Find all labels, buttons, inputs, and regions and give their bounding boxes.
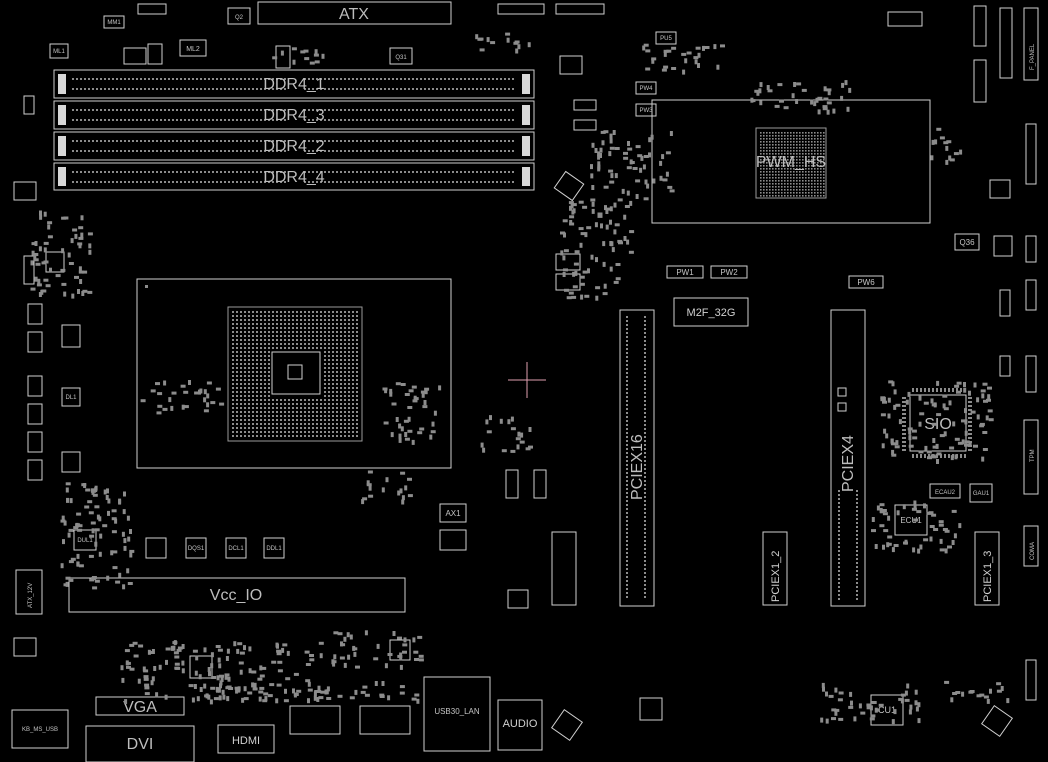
- pcie-x1-slot-3[interactable]: PCIEX1_3: [974, 531, 1000, 606]
- pw2-part[interactable]: PW2: [710, 265, 748, 279]
- cu1-label: CU1: [878, 705, 896, 715]
- ml2-part[interactable]: ML2: [179, 39, 207, 57]
- atx-connector[interactable]: ATX: [257, 1, 452, 25]
- ml2-label: ML2: [186, 46, 200, 53]
- dqs1-label: DQS1: [188, 546, 205, 552]
- ml1-label: ML1: [53, 49, 65, 55]
- pciex1-3-label: PCIEX1_3: [982, 551, 994, 602]
- vcc-io-label: Vcc_IO: [210, 587, 262, 604]
- pw1-label: PW1: [676, 268, 694, 277]
- dimm-slot-ddr4-1[interactable]: DDR4_1: [53, 69, 535, 99]
- vga-label: VGA: [123, 699, 157, 716]
- pw4-part[interactable]: PW4: [635, 81, 657, 95]
- pch-ball-grid: [760, 132, 825, 197]
- ecau2-part[interactable]: ECAU2: [929, 483, 961, 499]
- com-header[interactable]: COMA: [1023, 525, 1039, 567]
- pciex4-label: PCIEX4: [840, 435, 857, 492]
- cpu-socket[interactable]: [136, 278, 452, 469]
- pcie-x4-slot[interactable]: PCIEX4: [830, 309, 866, 607]
- usb-lan-label: USB30_LAN: [434, 707, 480, 716]
- vcc-io-region[interactable]: Vcc_IO: [68, 577, 406, 613]
- ddl1-label: DDL1: [266, 546, 282, 552]
- cursor-crosshair: [508, 362, 546, 398]
- dl1-part[interactable]: DL1: [61, 387, 81, 407]
- dimm-slot-ddr4-2[interactable]: DDR4_2: [53, 131, 535, 161]
- tpm-header[interactable]: TPM: [1023, 419, 1039, 495]
- pw1-part[interactable]: PW1: [666, 265, 704, 279]
- pw6-part[interactable]: PW6: [848, 275, 884, 289]
- f-panel-header[interactable]: F_PANEL: [1023, 7, 1039, 81]
- ecu1-label: ECU1: [900, 516, 922, 525]
- dqs1-part[interactable]: DQS1: [185, 537, 207, 559]
- ddr4-1-label: DDR4_1: [263, 76, 324, 93]
- ax1-label: AX1: [445, 509, 461, 518]
- ddl1-part[interactable]: DDL1: [263, 537, 285, 559]
- sio-label: SIO: [924, 416, 952, 433]
- mm1-part[interactable]: MM1: [103, 15, 125, 29]
- pu5-label: PU5: [660, 36, 672, 42]
- pcie-x16-slot[interactable]: PCIEX16: [619, 309, 655, 607]
- dul1-part[interactable]: DUL1: [73, 529, 97, 551]
- dcl1-part[interactable]: DCL1: [225, 537, 247, 559]
- pw2-label: PW2: [720, 268, 738, 277]
- ddr4-2-label: DDR4_2: [263, 138, 324, 155]
- minor-outlines: [13, 3, 1037, 742]
- ecau2-label: ECAU2: [935, 490, 956, 496]
- kb-ms-usb-connector[interactable]: KB_MS_USB: [11, 709, 69, 749]
- audio-connector[interactable]: AUDIO: [497, 699, 543, 751]
- dvi-connector[interactable]: DVI: [85, 725, 195, 762]
- dimm-slot-ddr4-3[interactable]: DDR4_3: [53, 100, 535, 130]
- pcie-x1-slot-2[interactable]: PCIEX1_2: [762, 531, 788, 606]
- usb-lan-connector[interactable]: USB30_LAN: [423, 676, 491, 752]
- pch-chip[interactable]: PWM_HS: [651, 99, 931, 224]
- q31-label: Q31: [395, 55, 407, 61]
- pciex16-label: PCIEX16: [629, 434, 646, 500]
- hdmi-connector[interactable]: HDMI: [217, 724, 275, 754]
- tpm-label: TPM: [1030, 449, 1036, 462]
- dimm-slot-ddr4-4[interactable]: DDR4_4: [53, 162, 535, 191]
- q36-label: Q36: [959, 238, 975, 247]
- atx-label: ATX: [339, 6, 369, 23]
- dul1-label: DUL1: [77, 538, 93, 544]
- atx-12v-label: ATX_12V: [28, 583, 34, 608]
- q36-part[interactable]: Q36: [954, 233, 980, 251]
- cpu-ball-grid: [232, 311, 358, 437]
- hdmi-label: HDMI: [232, 735, 260, 747]
- sio-chip[interactable]: SIO: [902, 388, 972, 458]
- pciex1-2-label: PCIEX1_2: [770, 551, 782, 602]
- ax1-part[interactable]: AX1: [439, 503, 467, 551]
- com-label: COMA: [1030, 542, 1036, 560]
- vga-connector[interactable]: VGA: [95, 696, 185, 716]
- q31-part[interactable]: Q31: [389, 47, 413, 65]
- atx-12v-connector[interactable]: ATX_12V: [15, 569, 43, 615]
- dvi-label: DVI: [127, 736, 154, 753]
- m2-connector[interactable]: M2F_32G: [673, 297, 749, 327]
- pw3-label: PW3: [639, 108, 653, 114]
- dl1-label: DL1: [65, 395, 77, 401]
- pwm-hs-label: PWM_HS: [756, 154, 826, 171]
- kb-ms-usb-label: KB_MS_USB: [22, 727, 58, 733]
- ddr4-3-label: DDR4_3: [263, 107, 324, 124]
- q2-label: Q2: [235, 15, 244, 21]
- audio-label: AUDIO: [503, 718, 538, 730]
- ecu1-chip[interactable]: ECU1: [894, 504, 928, 536]
- gau1-part[interactable]: GAU1: [969, 483, 993, 503]
- smd-pads: [30, 32, 1010, 725]
- mm1-label: MM1: [107, 20, 121, 26]
- ml1-part[interactable]: ML1: [49, 43, 69, 59]
- pw4-label: PW4: [639, 86, 653, 92]
- f-panel-label: F_PANEL: [1030, 43, 1036, 70]
- m2f-label: M2F_32G: [687, 307, 736, 319]
- q2-part[interactable]: Q2: [227, 7, 251, 25]
- pw6-label: PW6: [857, 278, 875, 287]
- ddr4-4-label: DDR4_4: [263, 169, 324, 186]
- dcl1-label: DCL1: [228, 546, 244, 552]
- pcie-x1-slot-1[interactable]: [551, 531, 577, 606]
- pw3-part[interactable]: PW3: [635, 103, 657, 117]
- gau1-label: GAU1: [973, 491, 990, 497]
- pu5-part[interactable]: PU5: [655, 31, 677, 45]
